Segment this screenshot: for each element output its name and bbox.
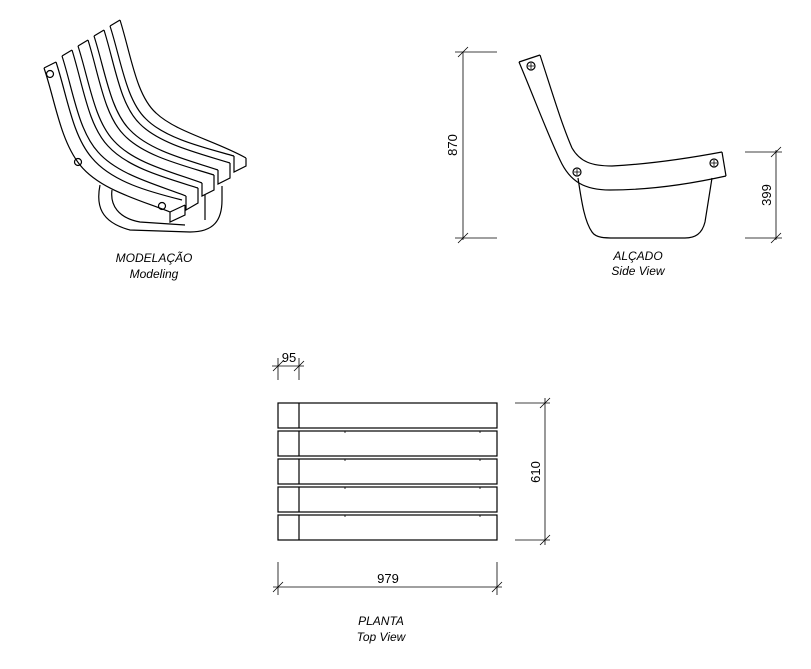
slat-top-4 [277, 486, 498, 513]
dimension-slat-width [272, 358, 305, 380]
dimension-slat-width-label: 95 [282, 350, 296, 365]
slat-2 [61, 49, 199, 212]
slat-4 [93, 29, 231, 185]
dimension-width-label: 979 [377, 571, 399, 586]
dimension-height-total [455, 46, 497, 244]
dimension-seat-height [745, 146, 782, 244]
modeling-view [43, 19, 247, 233]
slat-top-2 [277, 430, 498, 457]
slat-top-1 [277, 402, 498, 429]
caption-side-subtitle: Side View [611, 264, 665, 278]
screw-icon [526, 61, 536, 71]
caption-top-title: PLANTA [358, 614, 404, 628]
screw-icon [157, 201, 167, 211]
caption-modeling-title: MODELAÇÃO [116, 251, 193, 265]
slat-3 [77, 39, 215, 197]
dimension-height-total-label: 870 [445, 134, 460, 156]
screw-icon [45, 69, 55, 79]
side-view: 870 399 [445, 46, 782, 244]
screw-icon [572, 167, 582, 177]
dimension-seat-height-label: 399 [759, 184, 774, 206]
caption-modeling-subtitle: Modeling [130, 267, 179, 281]
screw-icon [73, 157, 83, 167]
caption-side-title: ALÇADO [612, 249, 662, 263]
slat-top-5 [277, 514, 498, 541]
caption-top-subtitle: Top View [357, 630, 407, 644]
slat-5 [109, 19, 247, 173]
dimension-depth [515, 397, 551, 546]
dimension-depth-label: 610 [528, 461, 543, 483]
top-view: 95 610 979 [272, 350, 551, 595]
screw-icon [709, 158, 719, 168]
dimension-width [272, 562, 503, 595]
slat-top-3 [277, 458, 498, 485]
